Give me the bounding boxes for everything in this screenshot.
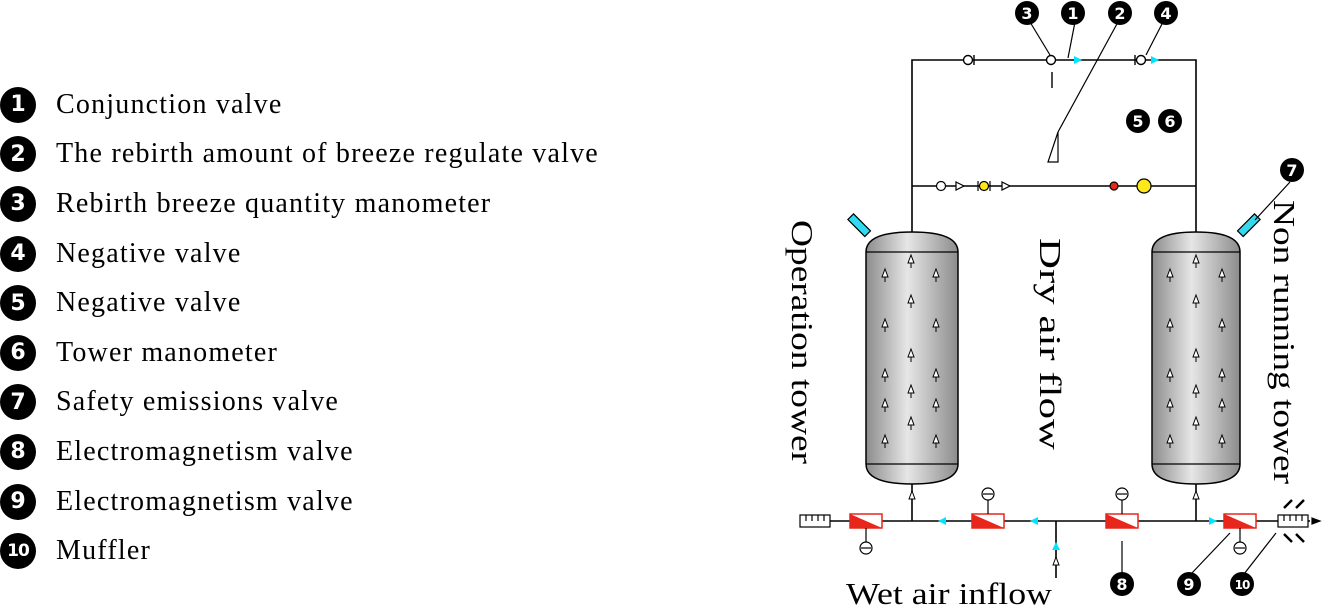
callout-7-number: 7 <box>1286 161 1297 180</box>
callout-number: 9 <box>0 483 36 520</box>
legend-item: 9 Electromagnetism valve <box>0 477 700 527</box>
legend-label: Muffler <box>56 535 151 567</box>
flow-up-arrow <box>908 490 916 505</box>
flow-up-arrow <box>1192 490 1200 505</box>
check-valve-top-left <box>962 54 975 66</box>
callout-badge-5: 5 <box>1126 109 1150 133</box>
legend: 1 Conjunction valve 2 The rebirth amount… <box>0 80 700 576</box>
callout-number: 4 <box>0 235 36 272</box>
callout-badge-8: 8 <box>1110 572 1134 596</box>
solenoid-valve-center-left <box>971 487 1005 529</box>
callout-number: 6 <box>0 334 36 371</box>
legend-label: Electromagnetism valve <box>56 485 354 517</box>
legend-label: Conjunction valve <box>56 88 283 120</box>
callout-badge-3: 3 <box>1015 1 1039 25</box>
flow-arrow-cyan <box>1151 56 1159 64</box>
legend-item: 8 Electromagnetism valve <box>0 427 700 477</box>
legend-label: Electromagnetism valve <box>56 435 354 467</box>
non-running-tower <box>1151 231 1241 485</box>
callout-badge-6: 6 <box>1158 109 1182 133</box>
callout-9-number: 9 <box>1183 575 1194 594</box>
callout-5-number: 5 <box>1132 112 1143 131</box>
legend-item: 10 Muffler <box>0 526 700 576</box>
legend-item: 7 Safety emissions valve <box>0 378 700 428</box>
callout-number: 8 <box>0 433 36 470</box>
flow-arrow-cyan <box>1052 542 1060 550</box>
wet-air-inlet-arrow <box>1052 556 1060 571</box>
callout-number: 10 <box>0 533 36 570</box>
callout-1-number: 1 <box>1067 4 1078 23</box>
legend-item: 5 Negative valve <box>0 278 700 328</box>
callout-3-number: 3 <box>1021 4 1032 23</box>
legend-label: Negative valve <box>56 287 242 319</box>
wet-air-inflow-label: Wet air inflow <box>846 576 1053 608</box>
legend-label: Rebirth breeze quantity manometer <box>56 187 492 219</box>
legend-item: 6 Tower manometer <box>0 328 700 378</box>
callout-leaders <box>1029 21 1291 575</box>
manometer-3 <box>1045 54 1057 66</box>
callout-badge-10: 10 <box>1230 572 1254 596</box>
legend-label: Negative valve <box>56 237 242 269</box>
flow-arrow-cyan <box>938 517 946 525</box>
solenoid-valve-9 <box>1223 513 1257 555</box>
non-running-tower-label: Non running tower <box>1267 200 1302 485</box>
legend-item: 1 Conjunction valve <box>0 80 700 130</box>
muffler-left <box>799 514 831 528</box>
solenoid-valve-8 <box>1105 487 1139 529</box>
operation-tower <box>865 231 959 485</box>
legend-label: The rebirth amount of breeze regulate va… <box>56 138 599 170</box>
solenoid-valve-left <box>849 513 883 555</box>
callout-number: 2 <box>0 136 36 173</box>
purge-line-components <box>935 178 1152 194</box>
check-valve-4 <box>1134 54 1147 66</box>
callout-badge-9: 9 <box>1177 572 1201 596</box>
legend-item: 3 Rebirth breeze quantity manometer <box>0 179 700 229</box>
dry-air-flow-label: Dry air flow <box>1033 238 1068 451</box>
muffler-10 <box>1277 499 1322 543</box>
legend-label: Tower manometer <box>56 336 279 368</box>
callout-badge-4: 4 <box>1154 1 1178 25</box>
callout-number: 7 <box>0 384 36 421</box>
callout-2-number: 2 <box>1114 4 1125 23</box>
legend-item: 4 Negative valve <box>0 229 700 279</box>
callout-number: 3 <box>0 185 36 222</box>
callout-8-number: 8 <box>1116 575 1127 594</box>
flow-arrow-cyan <box>1030 517 1038 525</box>
operation-tower-label: Operation tower <box>785 220 820 465</box>
callout-number: 1 <box>0 86 36 123</box>
callout-4-number: 4 <box>1160 4 1171 23</box>
callout-badge-1: 1 <box>1061 1 1085 25</box>
callout-number: 5 <box>0 285 36 322</box>
legend-label: Safety emissions valve <box>56 386 340 418</box>
flow-arrow-cyan <box>1209 517 1217 525</box>
callout-badge-2: 2 <box>1108 1 1132 25</box>
flow-arrow-cyan <box>1074 56 1082 64</box>
legend-item: 2 The rebirth amount of breeze regulate … <box>0 130 700 180</box>
callout-badge-7: 7 <box>1280 158 1304 182</box>
safety-valve-left <box>847 213 872 238</box>
callout-10-number: 10 <box>1235 578 1250 592</box>
callout-6-number: 6 <box>1164 112 1175 131</box>
regulate-valve-2 <box>1047 131 1059 163</box>
